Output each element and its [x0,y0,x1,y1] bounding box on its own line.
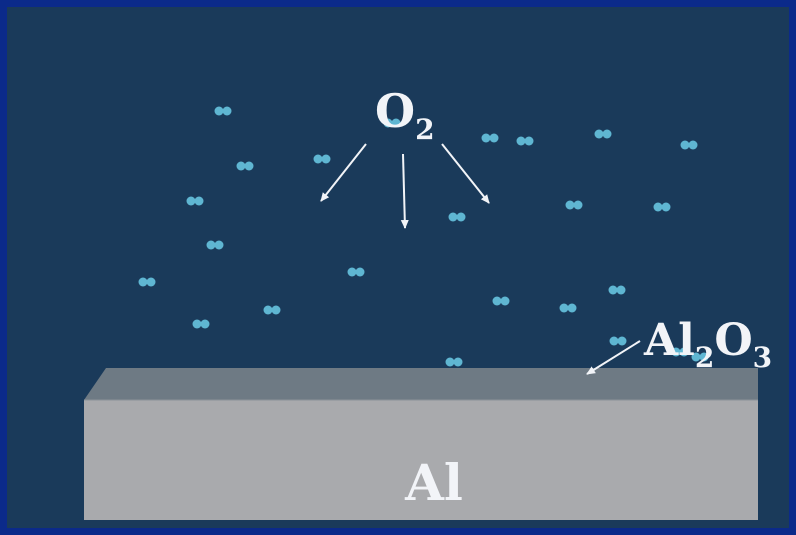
o2-arrow-down [400,153,409,229]
oxygen-molecule [263,305,281,315]
aluminium-block [84,368,758,520]
oxygen-molecule [206,240,224,250]
oxide-arrow [586,340,641,375]
oxygen-molecule [565,200,583,210]
oxygen-molecule [492,296,510,306]
oxygen-molecule [236,161,254,171]
al-label: Al [404,453,463,512]
oxygen-molecule [516,136,534,146]
oxygen-molecule [481,133,499,143]
oxidation-diagram: O2 Al2O3 Al [84,84,772,520]
oxygen-molecule [691,352,709,362]
oxygen-molecule [138,277,156,287]
o2-label: O2 [375,84,435,146]
metal-front-face [84,400,758,520]
oxygen-molecule [192,319,210,329]
o2-subscript: 2 [415,113,434,146]
o2-arrow-right [441,143,490,204]
oxygen-molecules [138,106,709,367]
oxygen-molecule [594,129,612,139]
oxygen-molecule [559,303,577,313]
oxygen-molecule [445,357,463,367]
oxygen-molecule [214,106,232,116]
oxygen-molecule [186,196,204,206]
oxygen-molecule [680,140,698,150]
oxygen-molecule [671,347,689,357]
oxide-layer-top-face [84,368,758,400]
oxygen-molecule [609,336,627,346]
oxygen-molecule [313,154,331,164]
oxygen-molecule [448,212,466,222]
oxygen-molecule [608,285,626,295]
al2o3-label: Al2O3 [643,315,772,374]
oxygen-molecule [653,202,671,212]
oxygen-molecule [383,118,401,128]
o2-arrows [320,143,490,229]
o2-arrow-left [320,143,367,202]
oxygen-molecule [347,267,365,277]
